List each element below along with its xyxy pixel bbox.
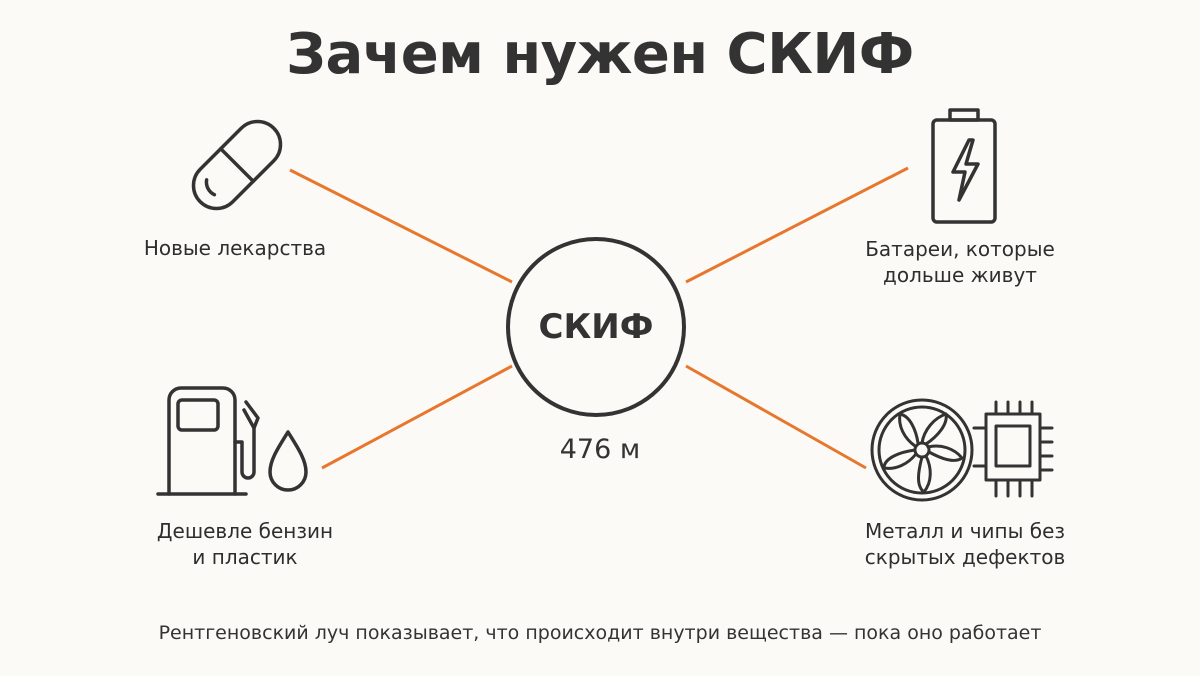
connector-line-medicine (289, 168, 513, 284)
connector-line-chip (685, 364, 867, 470)
caption-battery: Батареи, которые дольше живут (820, 236, 1100, 288)
capsule-icon (191, 119, 283, 211)
caption-battery-line-2: дольше живут (883, 263, 1037, 287)
caption-medicine: Новые лекарства (100, 235, 370, 261)
caption-battery-line-1: Батареи, которые (865, 237, 1055, 261)
connector-line-battery (685, 166, 909, 284)
caption-chip-line-2: скрытых дефектов (864, 545, 1066, 569)
caption-chip: Металл и чипы без скрытых дефектов (820, 518, 1110, 570)
footer-note: Рентгеновский луч показывает, что происх… (158, 622, 1042, 644)
caption-fuel: Дешевле бензин и пластик (100, 518, 390, 570)
caption-medicine-line-1: Новые лекарства (143, 236, 327, 260)
caption-chip-line-1: Металл и чипы без (864, 519, 1066, 543)
caption-fuel-line-1: Дешевле бензин (156, 519, 334, 543)
caption-fuel-line-2: и пластик (192, 545, 298, 569)
skif-hub-circle: СКИФ (506, 237, 686, 417)
battery-icon (931, 108, 997, 224)
page-title: Зачем нужен СКИФ (286, 22, 914, 87)
hub-size: 476 м (559, 434, 641, 465)
fuel-pump-icon (156, 386, 308, 496)
hub-label: СКИФ (538, 307, 654, 347)
chip-icon (870, 398, 1054, 502)
connector-line-fuel (321, 364, 513, 470)
